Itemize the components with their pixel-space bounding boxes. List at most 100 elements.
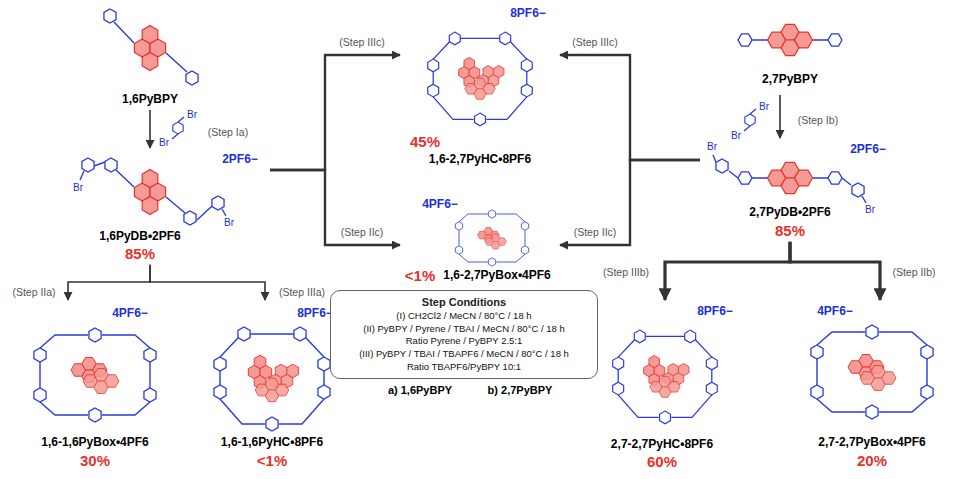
bond: [114, 22, 187, 72]
reaction-arrow: [560, 55, 700, 160]
condition-line: (III) PyBPY / TBAI / TBAPF6 / MeCN / 80°…: [339, 348, 589, 361]
conditions-box: Step Conditions(I) CH2Cl2 / MeCN / 80°C …: [330, 290, 598, 379]
panel-label: b) 2,7PyBPY: [488, 384, 553, 396]
compound: 2,7PyBPY: [715, 8, 865, 95]
benzene: [212, 196, 224, 210]
step-label: (Step IIIb): [602, 266, 650, 278]
reagent-xylene: [172, 117, 184, 139]
yield: 85%: [125, 245, 155, 262]
pyridine: [104, 9, 116, 23]
step-label: (Step IIc): [340, 226, 385, 238]
pydb-16-structure: [80, 158, 226, 225]
step-label: (Step IIb): [891, 266, 936, 278]
atom-label: Br: [187, 109, 197, 120]
pybox-1616-structure: [34, 328, 156, 422]
pyridine: [738, 172, 752, 184]
compound-label: 1,6-1,6PyBox•4PF6: [41, 436, 149, 450]
compound-label: 2,7-2,7PyHC•8PF6: [611, 438, 713, 452]
atom-label: Br: [73, 182, 83, 194]
condition-line: (I) CH2Cl2 / MeCN / 80°C / 18 h: [339, 310, 589, 323]
counter-ion: 2PF6−: [222, 153, 258, 167]
pyhc-1616-structure: [214, 327, 330, 431]
yield: 45%: [410, 133, 440, 150]
reaction-arrow: [150, 265, 265, 300]
pybox-2727-structure: [811, 325, 933, 419]
reaction-arrow: [270, 55, 400, 170]
compound: 4PF6− 1,6-1,6PyBox•4PF6 30%: [8, 300, 183, 472]
pyrene: [134, 170, 165, 215]
step-label: (Step IIIa): [278, 286, 326, 298]
compound-label: 2,7-2,7PyBox•4PF6: [818, 436, 926, 450]
step-label: (Step IIa): [11, 286, 56, 298]
pyrene: [768, 24, 813, 55]
pybpy-16-structure: [104, 9, 198, 85]
atom-label: Br: [707, 141, 717, 153]
yield: 85%: [775, 222, 805, 239]
counter-ion: 8PF6−: [510, 7, 546, 21]
pyridine: [828, 172, 842, 184]
atom-label: Br: [731, 130, 741, 141]
yield: 60%: [647, 453, 677, 470]
bond: [744, 109, 756, 131]
benzene: [82, 158, 94, 172]
bond: [172, 117, 184, 139]
pydb-27-structure: [713, 155, 866, 203]
reaction-arrow: [790, 242, 880, 300]
counter-ion: 4PF6−: [112, 307, 148, 321]
reaction-arrow: [779, 95, 781, 138]
compound: 4PF6− 2,7-2,7PyBox•4PF6 20%: [780, 300, 965, 472]
benzene: [852, 183, 864, 197]
yield: 30%: [80, 452, 110, 469]
pybpy-27-structure: [738, 24, 842, 55]
benzene: [716, 159, 728, 173]
compound-label: 1,6-2,7PyHC•8PF6: [429, 153, 531, 167]
condition-line: Ratio TBAPF6/PyBPY 10:1: [339, 361, 589, 374]
condition-line: (II) PyBPY / Pyrene / TBAI / MeCN / 80°C…: [339, 323, 589, 336]
step-label: (Step IIc): [573, 226, 618, 238]
atom-label: Br: [224, 217, 234, 229]
pyridine: [184, 211, 196, 225]
conditions-title: Step Conditions: [339, 295, 589, 310]
yield: <1%: [257, 452, 287, 469]
compound-label: 1,6-1,6PyHC•8PF6: [221, 436, 323, 450]
compound: 2PF6−BrBr2,7PyDB•2PF685%: [700, 138, 895, 242]
counter-ion: 8PF6−: [697, 305, 733, 319]
reaction-arrow: [560, 160, 700, 245]
yield: 20%: [857, 452, 887, 469]
compound: 4PF6−<1%1,6-2,7PyBox•4PF6: [400, 195, 560, 287]
panel-label: a) 1,6PyBPY: [388, 384, 452, 396]
bond: [80, 162, 226, 220]
compound: 1,6PyBPY: [95, 2, 210, 110]
reaction-arrow: [149, 110, 151, 148]
counter-ion: 8PF6−: [297, 307, 333, 321]
step-label: (Step Ia): [207, 126, 249, 138]
compound-label: 1,6PyBPY: [122, 93, 178, 107]
pyrene: [768, 162, 813, 193]
counter-ion: 4PF6−: [422, 198, 458, 212]
reaction-arrow: [270, 170, 400, 245]
counter-ion: 4PF6−: [817, 305, 853, 319]
reaction-arrow: [68, 265, 150, 300]
atom-label: Br: [159, 137, 169, 148]
condition-line: Ratio Pyrene / PyBPY 2.5:1: [339, 335, 589, 348]
pyridine: [186, 71, 198, 85]
compound-label: 1,6PyDB•2PF6: [99, 230, 181, 244]
compound: 2PF6−BrBr1,6PyDB•2PF685%: [60, 148, 270, 265]
bond: [713, 155, 866, 203]
pyrene: [134, 26, 165, 71]
atom-label: Br: [865, 204, 875, 216]
pyhc-1627-structure: [428, 32, 533, 126]
step-label: (Step IIIc): [571, 36, 619, 48]
pyridine: [828, 34, 842, 46]
reagent-xylene: [744, 109, 756, 131]
pyhc-2727-structure: [613, 330, 718, 424]
counter-ion: 2PF6−: [850, 143, 886, 157]
pybox-1627-structure: [455, 210, 528, 266]
yield: <1%: [405, 267, 435, 284]
pyridine: [738, 34, 752, 46]
compound: 8PF6− 2,7-2,7PyHC•8PF660%: [600, 300, 740, 473]
step-label: (Step Ib): [797, 114, 839, 126]
compound-label: 2,7PyBPY: [762, 73, 818, 87]
benzene: [745, 114, 755, 126]
reaction-arrow: [665, 242, 790, 300]
